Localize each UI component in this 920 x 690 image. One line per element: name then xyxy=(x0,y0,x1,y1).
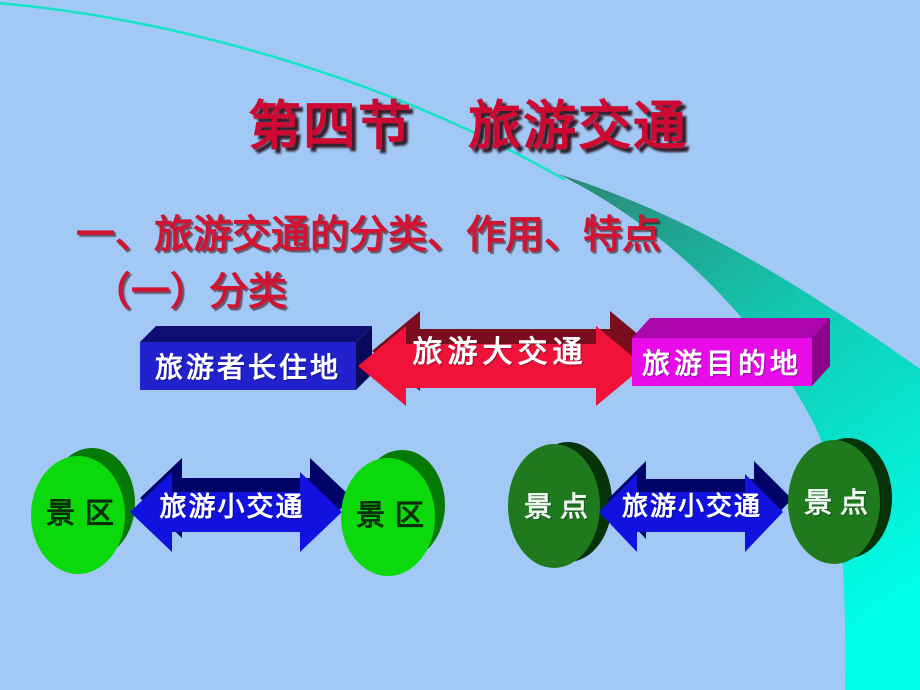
destination-box-label: 旅游目的地 xyxy=(641,349,802,380)
origin-box-label: 旅游者长住地 xyxy=(154,353,341,384)
heading-classification: 一、旅游交通的分类、作用、特点 xyxy=(76,214,662,257)
scenic-area-cylinder-left: 景区 xyxy=(28,445,136,577)
minor-arrow-left-graphic xyxy=(130,458,352,552)
minor-arrow-right: 旅游小交通 xyxy=(597,452,793,564)
scenic-spot-right-label: 景点 xyxy=(803,488,876,519)
scenic-area-left-label: 景区 xyxy=(45,498,124,530)
scenic-spot-cylinder-right-graphic xyxy=(788,438,892,564)
minor-arrow-right-graphic xyxy=(599,461,792,552)
origin-box: 旅游者长住地 xyxy=(140,324,374,392)
scenic-spot-cylinder-right: 景点 xyxy=(782,428,894,574)
scenic-area-cylinder-right-graphic xyxy=(341,450,445,576)
swoosh-band xyxy=(558,174,920,690)
scenic-area-cylinder-left-graphic xyxy=(31,448,135,574)
swoosh-thin-line xyxy=(0,1,566,182)
major-arrow-graphic xyxy=(358,311,658,406)
scenic-area-cylinder-right: 景区 xyxy=(338,447,446,579)
minor-arrow-left: 旅游小交通 xyxy=(128,450,354,566)
destination-box-graphic xyxy=(632,318,830,386)
scenic-spot-cylinder-left: 景点 xyxy=(502,432,614,578)
destination-box: 旅游目的地 xyxy=(632,316,832,388)
major-arrow-label: 旅游大交通 xyxy=(412,336,588,369)
scenic-spot-left-label: 景点 xyxy=(523,492,596,523)
scenic-spot-cylinder-left-graphic xyxy=(508,442,612,568)
slide-title: 第四节 旅游交通 xyxy=(248,98,688,156)
major-arrow: 旅游大交通 xyxy=(356,302,660,414)
subheading-classification: （一）分类 xyxy=(92,271,288,314)
scenic-area-right-label: 景区 xyxy=(355,500,434,532)
minor-arrow-right-label: 旅游小交通 xyxy=(621,491,762,521)
minor-arrow-left-label: 旅游小交通 xyxy=(159,491,305,522)
